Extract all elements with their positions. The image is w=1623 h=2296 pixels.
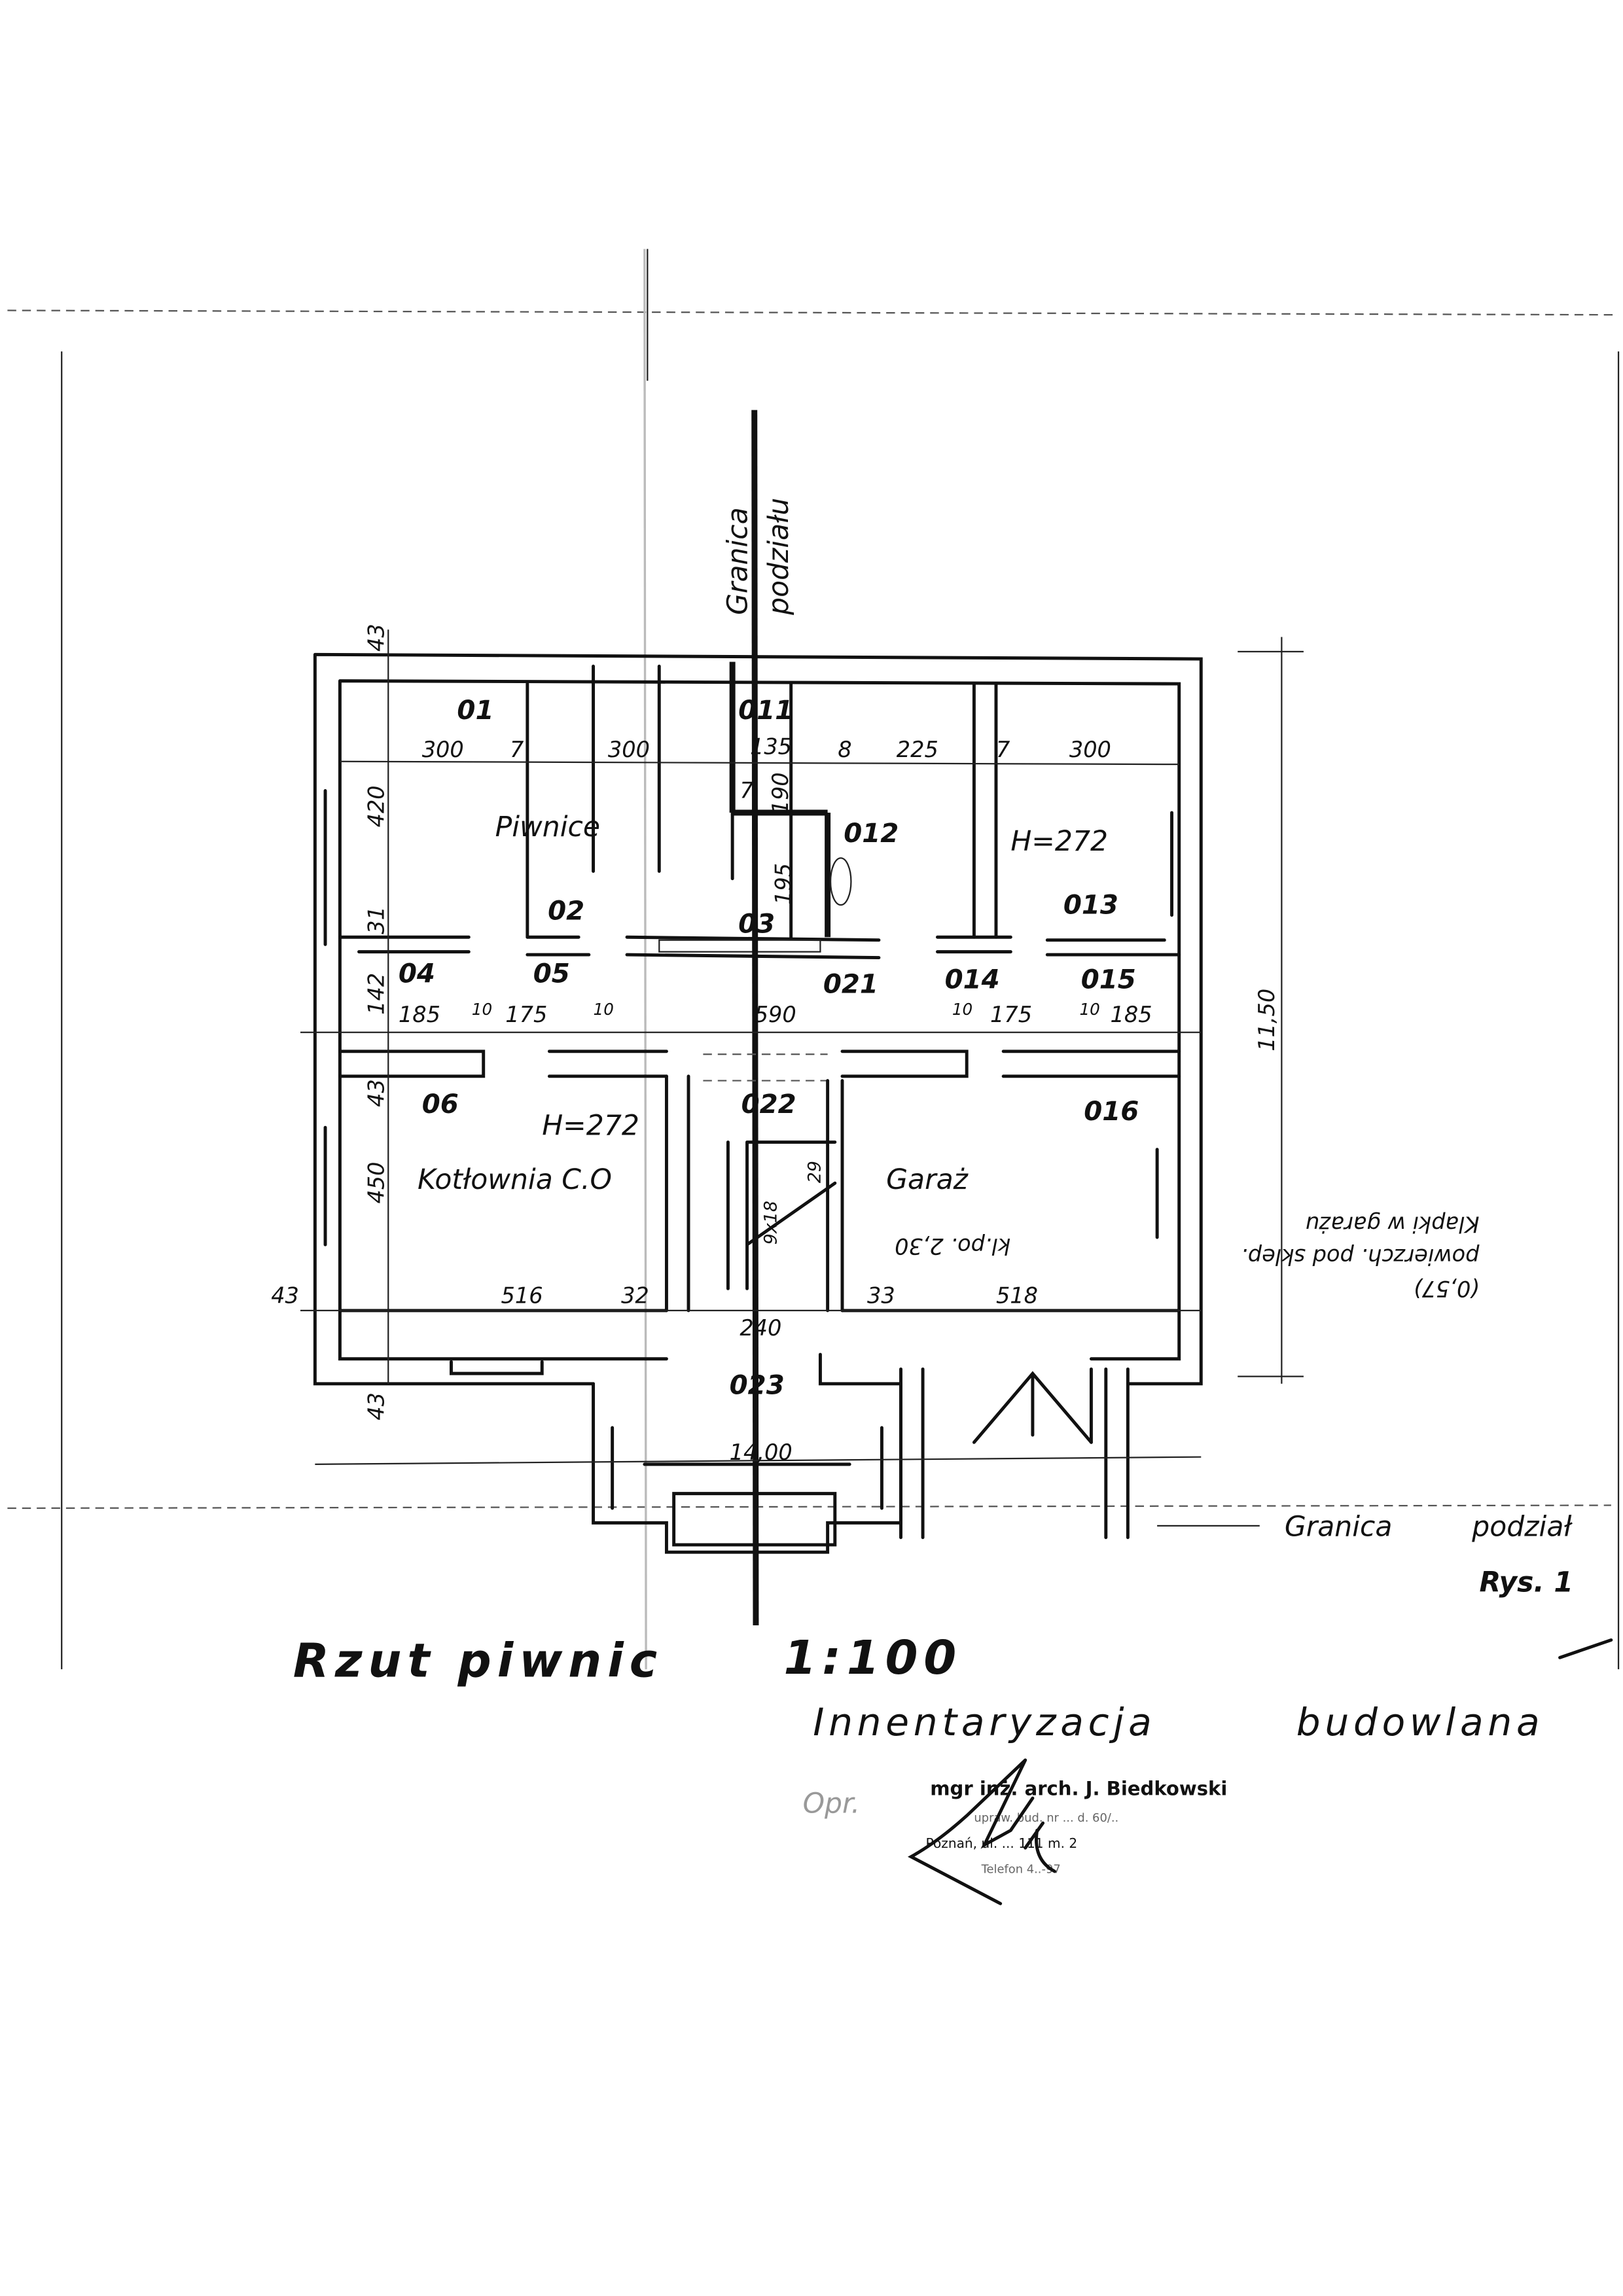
note-line: Klapki w garażu	[1306, 1212, 1480, 1237]
boundary-annotations: Granica podziału Granica podział	[722, 498, 1573, 1544]
dim-bottom: 43	[271, 1283, 299, 1309]
dim-mid: 175	[505, 1002, 547, 1027]
boundary-legend: Granica	[1285, 1511, 1393, 1544]
sheet-frame	[7, 249, 1620, 1670]
room-011: 011	[738, 696, 793, 726]
drawing-subtitle: budowlana	[1296, 1700, 1544, 1744]
stairs-rise: 29	[804, 1161, 825, 1183]
note-line: (0,57)	[1414, 1276, 1480, 1301]
prepared-by-label: Opr.	[803, 1788, 861, 1820]
room-021: 021	[823, 969, 878, 999]
dim-top: 300	[608, 737, 650, 762]
dim-top: 135	[750, 734, 792, 760]
dim-vertical: 43	[364, 1392, 389, 1421]
dim-vertical: 142	[364, 973, 389, 1015]
corner-mark	[1558, 1638, 1613, 1659]
stamp-line: Telefon 4..-97	[981, 1862, 1061, 1876]
stamp-line: mgr inż. arch. J. Biedkowski	[930, 1778, 1227, 1800]
dim-vertical: 7	[740, 778, 754, 804]
boundary-legend: podział	[1471, 1511, 1573, 1544]
overall-width: 14,00	[730, 1439, 793, 1465]
dim-mid: 185	[399, 1002, 440, 1027]
dim-top: 300	[1069, 737, 1111, 762]
boundary-label: podziału	[763, 498, 795, 616]
garage-height: kl.po. 2,30	[895, 1233, 1010, 1259]
drawing-subtitle: Innentaryzacja	[813, 1700, 1156, 1744]
stamp-line: Poznań, ul. ... 111 m. 2	[926, 1835, 1078, 1851]
room-02: 02	[548, 896, 584, 926]
upside-down-note: (0,57) powierzch. pod sklep. Klapki w ga…	[1241, 1212, 1480, 1301]
room-06: 06	[422, 1089, 459, 1120]
dimension-lines	[300, 629, 1304, 1527]
room-012: 012	[844, 819, 899, 849]
dim-mid: 10	[472, 1000, 492, 1019]
title-block: Rzut piwnic 1:100 Innentaryzacja budowla…	[293, 1567, 1573, 1820]
room-023: 023	[730, 1370, 785, 1400]
room-014: 014	[945, 965, 1000, 995]
drawing-scale: 1:100	[783, 1631, 962, 1685]
dim-bottom: 518	[996, 1283, 1038, 1309]
dim-top: 7	[996, 737, 1010, 762]
architect-stamp: mgr inż. arch. J. Biedkowski upraw. bud.…	[907, 1638, 1613, 1905]
room-height: H=272	[542, 1110, 639, 1142]
stamp-line: upraw. bud. nr ... d. 60/..	[974, 1811, 1118, 1825]
dim-bottom: 32	[621, 1283, 649, 1309]
room-name-garaz: Garaż	[886, 1164, 969, 1196]
dim-vertical: 450	[364, 1162, 389, 1204]
dim-vertical: 43	[364, 624, 389, 652]
signature	[907, 1758, 1056, 1905]
stairs-size: 9x18	[760, 1201, 781, 1245]
dim-top: 300	[422, 737, 464, 762]
room-01: 01	[457, 696, 493, 726]
room-05: 05	[533, 959, 570, 989]
overall-depth: 11,50	[1254, 989, 1279, 1051]
room-04: 04	[399, 959, 435, 989]
room-name-piwnice: Piwnice	[495, 811, 600, 843]
room-013: 013	[1063, 890, 1118, 920]
outer-walls	[313, 652, 1203, 1554]
dim-top: 7	[510, 737, 524, 762]
dim-vertical: 31	[364, 906, 389, 934]
room-name-kotlownia: Kotłownia C.O	[418, 1164, 612, 1196]
room-03: 03	[738, 910, 775, 940]
dim-bottom: 33	[867, 1283, 895, 1309]
dim-mid: 10	[594, 1000, 614, 1019]
room-015: 015	[1081, 965, 1136, 995]
dimension-texts: 300 7 300 135 8 225 7 300 185 10 175 10 …	[271, 624, 1279, 1465]
room-height: H=272	[1010, 826, 1108, 858]
dim-vertical: 43	[364, 1079, 389, 1107]
dim-vertical: 190	[768, 772, 793, 814]
dim-bottom: 240	[740, 1315, 781, 1341]
drawing-number: Rys. 1	[1479, 1567, 1573, 1599]
dim-bottom: 516	[501, 1283, 543, 1309]
dim-mid: 590	[755, 1002, 796, 1027]
dim-vertical: 420	[364, 785, 389, 827]
room-labels: 01 011 Piwnice 012 H=272 02 03 013 04 05…	[399, 696, 1139, 1401]
dim-vertical: 195	[771, 863, 796, 905]
dim-mid: 10	[952, 1000, 972, 1019]
dim-top: 8	[838, 737, 851, 762]
room-016: 016	[1084, 1097, 1139, 1127]
boundary-label: Granica	[722, 507, 755, 615]
dim-top: 225	[897, 737, 938, 762]
dim-mid: 10	[1080, 1000, 1100, 1019]
room-022: 022	[741, 1089, 796, 1120]
drawing-title: Rzut piwnic	[293, 1633, 663, 1687]
dim-mid: 175	[990, 1002, 1032, 1027]
dim-mid: 185	[1111, 1002, 1152, 1027]
note-line: powierzch. pod sklep.	[1241, 1244, 1480, 1269]
